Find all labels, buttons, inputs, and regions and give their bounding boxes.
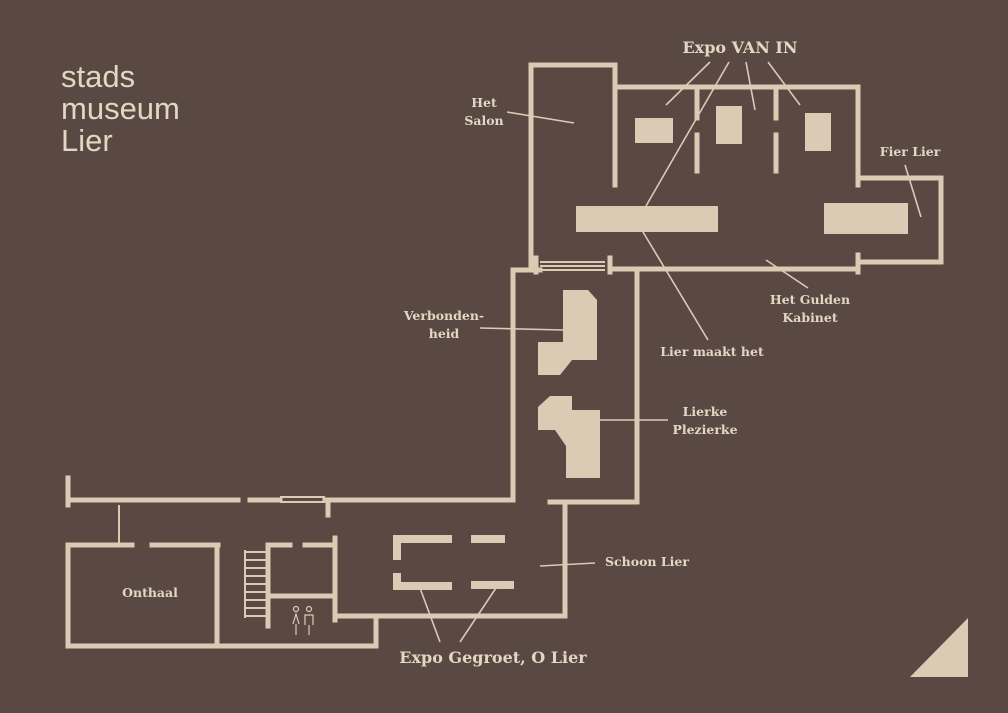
label-het-salon-2: Salon: [464, 113, 503, 128]
leader-lines: [419, 61, 922, 643]
label-lierke-1: Lierke: [683, 404, 728, 419]
label-expo-van-in: Expo VAN IN: [682, 38, 797, 57]
exhibits: [393, 106, 908, 590]
label-lier-maakt-het: Lier maakt het: [660, 344, 764, 359]
walls: [65, 62, 944, 649]
label-onthaal: Onthaal: [122, 585, 178, 600]
room-labels: Expo VAN IN Het Salon Fier Lier Het Guld…: [122, 38, 941, 667]
label-verbondenheid-1: Verbonden-: [403, 308, 484, 323]
logo-line-2: museum: [61, 91, 180, 126]
label-gulden-2: Kabinet: [782, 310, 837, 325]
stairs-bottom: [244, 550, 268, 618]
logo-line-3: Lier: [61, 123, 113, 158]
label-het-salon-1: Het: [471, 95, 497, 110]
stairs-top: [540, 261, 605, 271]
label-lierke-2: Plezierke: [672, 422, 737, 437]
logo: stads museum Lier: [61, 59, 180, 158]
label-verbondenheid-2: heid: [429, 326, 460, 341]
label-expo-gegroet: Expo Gegroet, O Lier: [399, 648, 587, 667]
toilet-icon: [292, 605, 314, 635]
label-fier-lier: Fier Lier: [880, 144, 941, 159]
label-schoon-lier: Schoon Lier: [605, 554, 689, 569]
logo-line-1: stads: [61, 59, 135, 94]
corner-triangle-icon: [910, 618, 968, 677]
label-gulden-1: Het Gulden: [770, 292, 850, 307]
